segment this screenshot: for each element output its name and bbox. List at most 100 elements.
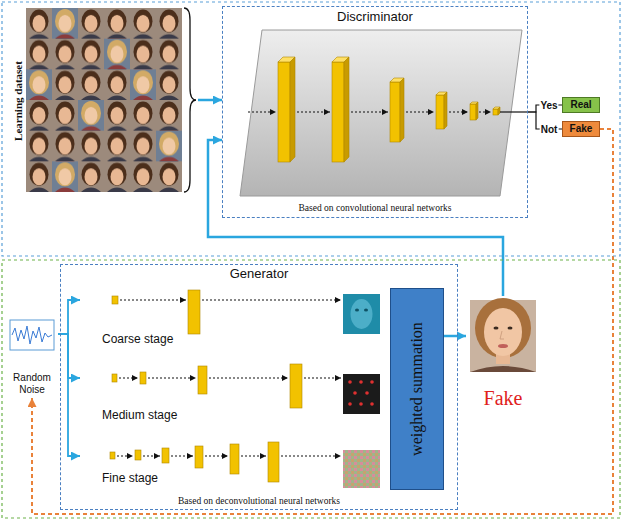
deconv-layers: [171, 455, 193, 456]
block-caption: Based on deconvolutional neural networks: [61, 496, 457, 507]
face-grid: [26, 69, 52, 100]
deconv-layers: [268, 442, 279, 482]
output-box: Real: [562, 97, 600, 113]
cnn-layers: [248, 111, 491, 112]
deconv-layers: [202, 299, 341, 300]
cnn-layers: [390, 82, 400, 142]
bracket: [184, 8, 196, 192]
stage-label: Coarse stage: [102, 333, 173, 347]
fake-face-image: [508, 327, 513, 330]
fake-face-image: [475, 298, 531, 358]
stage-output: [343, 374, 380, 414]
deconv-layers: [148, 377, 196, 378]
deconv-layers: [195, 446, 203, 468]
edge-label: Not: [540, 124, 559, 135]
stage-panel: Medium stage: [80, 362, 338, 430]
noise-signal: [12, 326, 52, 344]
stage-output: [348, 402, 352, 406]
fake-face-image: [500, 331, 504, 339]
stage-label: Fine stage: [102, 472, 158, 486]
face-grid: [26, 8, 182, 192]
output-box: Fake: [562, 121, 600, 137]
stage-label: Medium stage: [102, 409, 177, 423]
cnn-layers: [498, 107, 500, 115]
block-title: Discriminator: [223, 10, 527, 25]
edge-label: Yes: [539, 100, 558, 111]
cnn-layers: [278, 57, 500, 162]
face-grid: [104, 39, 130, 70]
deconv-layers: [188, 290, 200, 334]
stage-output: [348, 380, 352, 384]
fake-face-image: [484, 308, 522, 356]
deconv-layers: [110, 290, 302, 482]
face-grid: [52, 8, 78, 39]
cnn-layers: [400, 78, 404, 142]
cnn-layers: [248, 111, 276, 112]
stage-output: [359, 402, 363, 406]
stage-panel: Fine stage: [80, 438, 338, 490]
connector: [58, 334, 80, 378]
generator-box: GeneratorBased on deconvolutional neural…: [60, 264, 458, 510]
cnn-layers: [351, 111, 388, 112]
cnn-layers: [240, 30, 522, 196]
cnn-layers: [332, 62, 344, 162]
output-label: Fake: [563, 123, 599, 135]
connector: [58, 334, 80, 456]
generated-face: Fake: [466, 296, 540, 412]
stage-output: [343, 450, 380, 488]
cnn-layers: [278, 62, 290, 162]
deconv-layers: [290, 364, 302, 408]
cnn-layers: [479, 111, 491, 112]
cnn-layers: [344, 57, 349, 162]
block-caption: Based on convolutional neural networks: [223, 203, 527, 214]
cnn-layers: [493, 109, 498, 115]
deconv-layers: [205, 455, 228, 456]
block-title: Generator: [61, 267, 457, 282]
face-grid: [52, 161, 78, 192]
stage-panel: Coarse stage: [80, 288, 338, 354]
noise-label: Random Noise: [6, 372, 58, 395]
deconv-layers: [110, 452, 115, 459]
stage-output: [370, 380, 374, 384]
cnn-layers: [436, 95, 444, 129]
deconv-layers: [162, 448, 169, 463]
stage-output: [348, 380, 374, 406]
face-grid: [130, 69, 156, 100]
deconv-layers: [112, 374, 117, 382]
fake-face-image: [498, 344, 508, 348]
deconv-layers: [135, 450, 141, 460]
noise-signal: [10, 320, 54, 350]
deconv-layers: [119, 377, 138, 378]
cnn-layers: [444, 92, 447, 129]
cnn-layers: [297, 111, 330, 112]
face-grid: [78, 100, 104, 131]
stage-output: [343, 294, 380, 334]
cnn-layers: [406, 111, 434, 112]
fake-label: Fake: [466, 387, 540, 410]
cnn-layers: [290, 57, 295, 162]
dataset-label: Learning dataset: [12, 61, 25, 141]
deconv-layers: [281, 455, 341, 456]
noise-signal: [10, 320, 54, 350]
deconv-layers: [230, 444, 239, 474]
stage-output: [351, 299, 373, 329]
stage-output: [365, 391, 369, 395]
stage-outline: [81, 289, 338, 354]
deconv-layers: [140, 372, 146, 384]
deconv-layers: [198, 366, 207, 394]
cnn-layers: [240, 30, 528, 196]
face-grid: [156, 131, 182, 162]
stage-output: [370, 402, 374, 406]
output-label: Real: [563, 99, 599, 111]
cnn-layers: [470, 104, 476, 120]
noise-source: Random Noise: [6, 318, 58, 398]
connector: [58, 300, 80, 334]
cnn-layers: [476, 102, 478, 120]
cnn-layers: [449, 111, 468, 112]
deconv-layers: [143, 455, 160, 456]
summation-label: weighted summation: [408, 322, 426, 456]
face-grid: [26, 8, 182, 192]
